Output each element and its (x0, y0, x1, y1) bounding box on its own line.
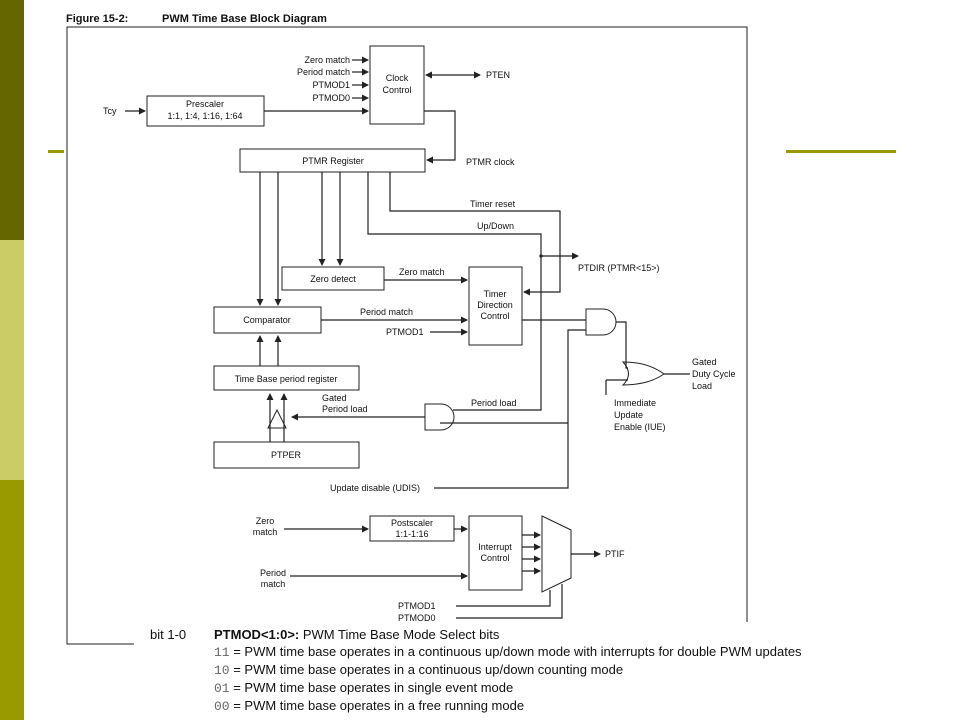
zero-match-3-label-2: match (253, 527, 278, 537)
ptdir-label: PTDIR (PTMR<15>) (578, 263, 660, 273)
bit-option: 01 = PWM time base operates in single ev… (150, 679, 802, 697)
zero-match-3-label-1: Zero (256, 516, 275, 526)
bit-option: 00 = PWM time base operates in a free ru… (150, 697, 802, 715)
figure-number: Figure 15-2: (66, 13, 128, 25)
timer-direction-label-1: Timer (484, 289, 507, 299)
interrupt-control-block (468, 515, 523, 591)
up-down-label: Up/Down (477, 221, 514, 231)
gated-period-label-1: Gated (322, 393, 347, 403)
prescaler-label-1: Prescaler (186, 99, 224, 109)
ptmr-register-label: PTMR Register (302, 156, 364, 166)
postscaler-block (369, 515, 455, 542)
clock-control-label-1: Clock (386, 73, 409, 83)
bit-text: = PWM time base operates in a free runni… (229, 698, 525, 713)
period-register-block (213, 365, 360, 391)
period-load-label: Period load (471, 398, 517, 408)
bit-field-desc: PWM Time Base Mode Select bits (299, 627, 500, 642)
tcy-label: Tcy (103, 106, 117, 116)
gated-duty-label-3: Load (692, 381, 712, 391)
ptmod1-2-label: PTMOD1 (386, 327, 424, 337)
period-match-3-label-1: Period (260, 568, 286, 578)
ptper-block (213, 441, 360, 469)
pten-label: PTEN (486, 70, 510, 80)
bit-description: bit 1-0 PTMOD<1:0>: PWM Time Base Mode Se… (150, 626, 802, 715)
clock-control-block (369, 45, 425, 125)
accent-line-left (48, 150, 64, 153)
gated-period-label-2: Period load (322, 404, 368, 414)
and-gate-lower (424, 403, 455, 431)
or-gate (621, 361, 665, 386)
bit-code: 00 (214, 699, 230, 714)
ptmod1-b-label: PTMOD1 (398, 601, 436, 611)
bit-text: = PWM time base operates in a continuous… (229, 662, 624, 677)
zero-detect-label: Zero detect (310, 274, 356, 284)
ptmr-register-block (239, 148, 426, 173)
timer-reset-label: Timer reset (470, 199, 516, 209)
iue-label-2: Update (614, 410, 643, 420)
bit-code: 10 (214, 663, 230, 678)
postscaler-label-2: 1:1-1:16 (395, 529, 428, 539)
period-match-label: Period match (297, 67, 350, 77)
iue-label-1: Immediate (614, 398, 656, 408)
zero-match-2-label: Zero match (399, 267, 445, 277)
comparator-label: Comparator (243, 315, 291, 325)
period-register-label: Time Base period register (235, 374, 338, 384)
prescaler-block (146, 95, 265, 127)
gated-duty-label-2: Duty Cycle (692, 369, 736, 379)
timer-direction-control-block (468, 266, 523, 346)
ptmod0-label: PTMOD0 (312, 93, 350, 103)
clock-control-label-2: Control (382, 85, 411, 95)
bit-range: bit 1-0 (150, 627, 187, 642)
bit-text: = PWM time base operates in a continuous… (229, 644, 802, 659)
mux-symbol (541, 515, 572, 593)
bit-option: 10 = PWM time base operates in a continu… (150, 661, 802, 679)
iue-label-3: Enable (IUE) (614, 422, 666, 432)
bit-header: bit 1-0 PTMOD<1:0>: PWM Time Base Mode Se… (150, 626, 802, 643)
postscaler-label-1: Postscaler (391, 518, 433, 528)
figure-frame (66, 26, 748, 645)
interrupt-control-label-2: Control (480, 553, 509, 563)
gated-duty-label-1: Gated (692, 357, 717, 367)
prescaler-label-2: 1:1, 1:4, 1:16, 1:64 (167, 111, 242, 121)
and-gate-upper (585, 308, 617, 336)
zero-detect-block (281, 266, 385, 291)
ptmr-clock-label: PTMR clock (466, 157, 515, 167)
buffer-symbol (267, 408, 287, 429)
bit-code: 11 (214, 645, 230, 660)
left-bar-dark (0, 0, 24, 240)
ptper-label: PTPER (271, 450, 302, 460)
bit-code: 01 (214, 681, 230, 696)
left-bar-light (0, 240, 24, 480)
bit-option: 11 = PWM time base operates in a continu… (150, 643, 802, 661)
period-match-3-label-2: match (261, 579, 286, 589)
bit-text: = PWM time base operates in single event… (229, 680, 514, 695)
figure-title: PWM Time Base Block Diagram (162, 13, 327, 25)
zero-match-label: Zero match (304, 55, 350, 65)
interrupt-control-label-1: Interrupt (478, 542, 512, 552)
udis-label: Update disable (UDIS) (330, 483, 420, 493)
timer-direction-label-3: Control (480, 311, 509, 321)
period-match-2-label: Period match (360, 307, 413, 317)
ptif-label: PTIF (605, 549, 625, 559)
ptmod0-b-label: PTMOD0 (398, 613, 436, 623)
ptmod1-label: PTMOD1 (312, 80, 350, 90)
bit-field-name: PTMOD<1:0>: (214, 627, 300, 642)
accent-line-right (786, 150, 896, 153)
timer-direction-label-2: Direction (477, 300, 513, 310)
left-bar-mid (0, 480, 24, 720)
